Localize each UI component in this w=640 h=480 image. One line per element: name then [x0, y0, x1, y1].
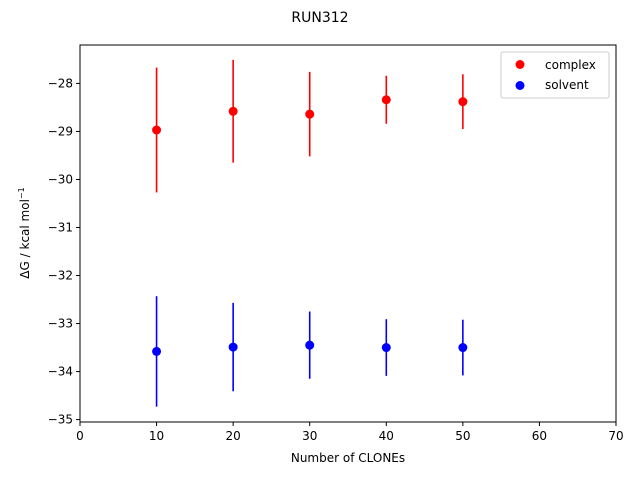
legend: complex solvent — [500, 51, 610, 99]
plot-marks — [152, 59, 468, 407]
data-point-complex — [152, 125, 162, 135]
x-tick-label: 0 — [76, 429, 84, 443]
y-axis-label-sup: −1 — [17, 187, 26, 199]
x-tick-label: 70 — [608, 429, 623, 443]
data-point-complex — [381, 95, 391, 105]
data-point-solvent — [381, 343, 391, 353]
x-tick-label: 40 — [379, 429, 394, 443]
y-tick-label: −35 — [48, 413, 73, 427]
x-tick-label: 50 — [455, 429, 470, 443]
plot-frame — [79, 44, 617, 423]
legend-label-complex: complex — [545, 58, 596, 72]
y-tick-label: −30 — [48, 172, 73, 186]
x-axis: 0 10 20 30 40 50 60 70 — [76, 422, 624, 443]
x-tick-label: 20 — [226, 429, 241, 443]
x-tick-label: 60 — [532, 429, 547, 443]
y-axis-label-main: ΔG / kcal mol — [18, 199, 32, 279]
data-point-solvent — [228, 342, 238, 352]
legend-marker-solvent — [515, 81, 525, 90]
data-point-solvent — [152, 346, 162, 356]
legend-marker-complex — [515, 60, 525, 69]
y-axis-label: ΔG / kcal mol−1 — [17, 187, 32, 278]
y-tick-label: −31 — [48, 220, 73, 234]
y-tick-label: −29 — [48, 124, 73, 138]
data-point-complex — [305, 109, 315, 119]
y-axis: −35 −34 −33 −32 −31 −30 −29 −28 — [48, 76, 80, 427]
y-tick-label: −34 — [48, 365, 73, 379]
legend-label-solvent: solvent — [545, 78, 589, 92]
x-tick-label: 10 — [149, 429, 164, 443]
x-axis-label: Number of CLONEs — [291, 451, 405, 465]
data-point-solvent — [305, 340, 315, 350]
chart-title: RUN312 — [291, 10, 348, 26]
y-tick-label: −28 — [48, 76, 73, 90]
data-point-complex — [228, 106, 238, 116]
x-tick-label: 30 — [302, 429, 317, 443]
data-point-complex — [458, 97, 468, 107]
legend-box — [500, 51, 610, 99]
y-tick-label: −33 — [48, 317, 73, 331]
data-point-solvent — [458, 343, 468, 353]
y-tick-label: −32 — [48, 269, 73, 283]
